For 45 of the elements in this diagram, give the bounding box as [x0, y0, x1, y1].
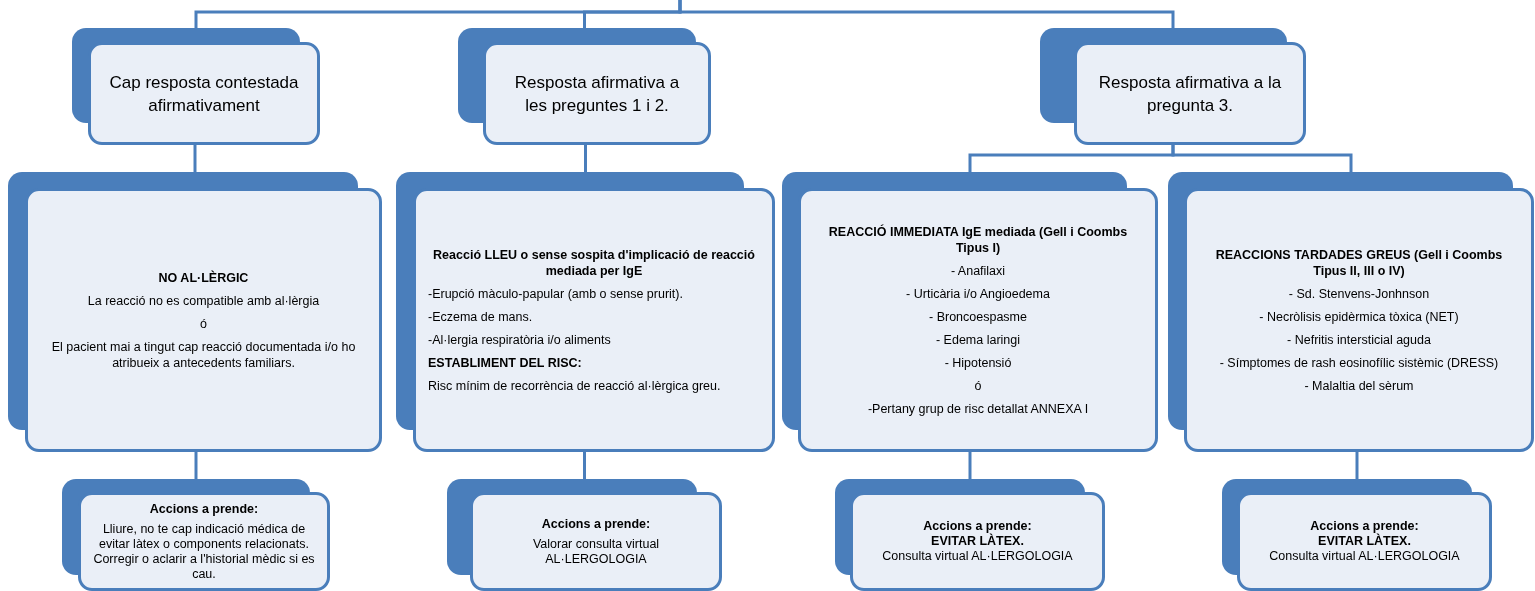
box-text: ó: [973, 377, 983, 394]
box-text: El pacient mai a tingut cap reacció documentada i/o ho atribueix a antecedents familiars.: [50, 338, 357, 371]
connector-line: [968, 452, 972, 479]
box-text: Resposta afirmativa a la pregunta 3.: [1097, 71, 1283, 117]
box-text: REACCIONS TARDADES GREUS (Gell i Coombs Tipus II, III o IV): [1214, 246, 1504, 279]
box-text: - Broncoespasme: [928, 308, 1028, 325]
box-text: - Sd. Stenvens-Jonhnson: [1287, 285, 1431, 302]
box-text: -Eczema de mans.: [428, 308, 534, 325]
box-text: -Al·lergia respiratòria i/o aliments: [428, 331, 612, 348]
box-text: EVITAR LÀTEX.: [1317, 534, 1411, 549]
connector-line: [678, 0, 1175, 28]
box-text: Resposta afirmativa a les preguntes 1 i 2.: [513, 71, 681, 117]
box-text: Valorar consulta virtual AL·LERGOLOGIA: [531, 536, 661, 567]
box-text: Risc mínim de recorrència de reacció al·lèrgica greu.: [428, 377, 722, 394]
box-text: Accions a prende:: [148, 501, 260, 517]
connector-line: [194, 452, 198, 479]
box-text: Accions a prende:: [922, 519, 1033, 534]
box-text: Accions a prende:: [540, 516, 652, 532]
box-text: EVITAR LÀTEX.: [930, 534, 1024, 549]
box-text: - Malaltia del sèrum: [1303, 377, 1415, 394]
box-text: Accions a prende:: [1309, 519, 1420, 534]
box-text: - Urticària i/o Angioedema: [905, 285, 1051, 302]
box-text: - Anafilaxi: [949, 262, 1007, 279]
box-text: -Pertany grup de risc detallat ANNEXA I: [866, 400, 1090, 417]
box-text: NO AL·LÈRGIC: [157, 269, 250, 286]
connector-line: [1171, 145, 1353, 172]
connector-line: [583, 452, 586, 479]
box-text: Reacció LLEU o sense sospita d'implicació de reacció mediada per IgE: [432, 246, 756, 279]
box-text: - Símptomes de rash eosinofílic sistèmic (DRESS): [1218, 354, 1500, 371]
box-text: -Erupció màculo-papular (amb o sense prurit).: [428, 285, 684, 302]
box-text: Consulta virtual AL·LERGOLOGIA: [881, 549, 1074, 564]
box-text: - Edema laringi: [934, 331, 1022, 348]
box-text: Lliure, no te cap indicació médica de evitar làtex o components relacionats. Corregir o aclarir a l'historial mèdic si es cau.: [92, 521, 316, 582]
connector-line: [193, 145, 197, 172]
box-text: - Hipotensió: [943, 354, 1013, 371]
box-text: La reacció no es compatible amb al·lèrgia: [86, 292, 321, 309]
box-text: - Nefritis intersticial aguda: [1286, 331, 1432, 348]
box-text: Cap resposta contestada afirmativament: [108, 71, 300, 117]
box-text: ESTABLIMENT DEL RISC:: [428, 354, 583, 371]
box-text: Consulta virtual AL·LERGOLOGIA: [1268, 549, 1461, 564]
connector-line: [584, 145, 587, 172]
box-text: REACCIÓ IMMEDIATA IgE mediada (Gell i Coombs Tipus I): [827, 223, 1129, 256]
box-text: - Necròlisis epidèrmica tòxica (NET): [1258, 308, 1460, 325]
box-text: ó: [199, 315, 208, 332]
connector-line: [1355, 452, 1359, 479]
